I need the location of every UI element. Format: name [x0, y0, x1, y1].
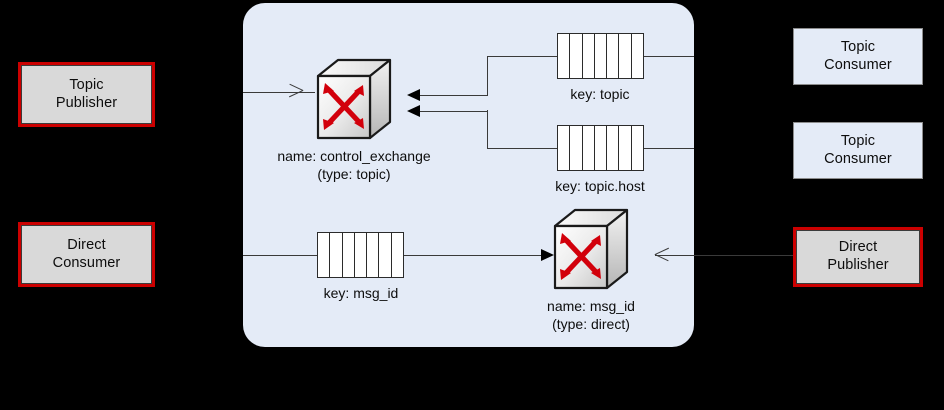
- queue-cell: [355, 233, 368, 277]
- exchange-control-exchange[interactable]: [314, 58, 394, 142]
- connector-topic-queue-to-exchange: [419, 95, 488, 96]
- topic-publisher-line1: Topic: [69, 76, 104, 93]
- topic-publisher-label: Topic Publisher: [56, 77, 117, 112]
- direct-publisher-line1: Direct: [838, 239, 878, 256]
- connector-topichost-queue-to-exchange: [419, 111, 488, 112]
- queue-topic-host-label: key: topic.host: [555, 178, 645, 194]
- connector-topichost-queue-to-consumer: [644, 148, 694, 149]
- arrowhead-from-direct-publisher: [641, 247, 670, 262]
- arrowhead-topic-into-exchange: [407, 89, 420, 101]
- connector-topichost-queue-bottom: [487, 148, 558, 149]
- queue-cell: [367, 233, 380, 277]
- queue-cell: [632, 126, 643, 170]
- direct-consumer-line2: Consumer: [52, 254, 121, 271]
- topic-consumer-box-2[interactable]: Topic Consumer: [793, 122, 923, 179]
- topic-consumer-1-line2: Consumer: [824, 56, 892, 73]
- queue-cell: [570, 34, 583, 78]
- queue-cell: [558, 126, 571, 170]
- connector-msgid-queue-to-exchange: [402, 255, 544, 256]
- switch-icon: [553, 208, 629, 290]
- exchange-msg-id-label: name: msg_id (type: direct): [480, 298, 702, 333]
- topic-publisher-line2: Publisher: [55, 94, 118, 111]
- arrowhead-topichost-into-exchange: [407, 105, 420, 117]
- topic-consumer-2-line2: Consumer: [824, 150, 892, 167]
- direct-consumer-line1: Direct: [67, 236, 106, 253]
- queue-cell: [583, 34, 595, 78]
- direct-consumer-box[interactable]: Direct Consumer: [18, 222, 155, 287]
- exchange-msg-id[interactable]: [551, 208, 631, 292]
- topic-consumer-1-label: Topic Consumer: [824, 39, 892, 74]
- direct-publisher-box[interactable]: Direct Publisher: [793, 227, 923, 287]
- queue-cell: [379, 233, 392, 277]
- connector-topic-queue-to-consumer: [644, 56, 694, 57]
- queue-cell: [330, 233, 343, 277]
- queue-msg-id-label: key: msg_id: [323, 285, 399, 301]
- topic-publisher-box[interactable]: Topic Publisher: [18, 62, 155, 127]
- connector-topichost-queue-riser: [487, 110, 488, 148]
- connector-topic-queue-top: [487, 56, 558, 57]
- queue-cell: [619, 126, 632, 170]
- queue-cell: [607, 34, 620, 78]
- direct-publisher-line2: Publisher: [827, 257, 889, 273]
- queue-topic-host[interactable]: [557, 125, 644, 171]
- queue-cell: [570, 126, 583, 170]
- direct-publisher-label: Direct Publisher: [827, 239, 888, 274]
- queue-topic[interactable]: [557, 33, 644, 79]
- queue-cell: [318, 233, 331, 277]
- queue-cell: [632, 34, 643, 78]
- exchange-type-line: (type: topic): [317, 165, 391, 182]
- switch-icon: [316, 58, 392, 140]
- connector-direct-publisher-to-exchange: [655, 255, 793, 256]
- topic-consumer-2-label: Topic Consumer: [824, 133, 892, 168]
- topic-consumer-1-line1: Topic: [840, 38, 876, 55]
- queue-cell: [595, 126, 608, 170]
- direct-consumer-label: Direct Consumer: [53, 237, 121, 272]
- queue-cell: [619, 34, 632, 78]
- arrowhead-into-msgid-exchange: [541, 249, 554, 261]
- queue-cell: [607, 126, 620, 170]
- exchange-name-line: name: control_exchange: [277, 148, 431, 164]
- exchange-type-line: (type: direct): [552, 315, 630, 332]
- topic-consumer-box-1[interactable]: Topic Consumer: [793, 28, 923, 85]
- queue-msg-id[interactable]: [317, 232, 404, 278]
- queue-cell: [392, 233, 403, 277]
- exchange-control-exchange-label: name: control_exchange (type: topic): [243, 148, 465, 183]
- queue-cell: [583, 126, 595, 170]
- queue-cell: [558, 34, 571, 78]
- topic-consumer-2-line1: Topic: [840, 132, 876, 149]
- queue-topic-label: key: topic: [570, 86, 630, 102]
- exchange-name-line: name: msg_id: [547, 298, 635, 314]
- connector-direct-consumer-to-queue: [243, 255, 319, 256]
- queue-cell: [595, 34, 608, 78]
- connector-publisher-to-control-exchange: [243, 92, 315, 93]
- queue-cell: [343, 233, 355, 277]
- connector-topic-queue-riser: [487, 56, 488, 96]
